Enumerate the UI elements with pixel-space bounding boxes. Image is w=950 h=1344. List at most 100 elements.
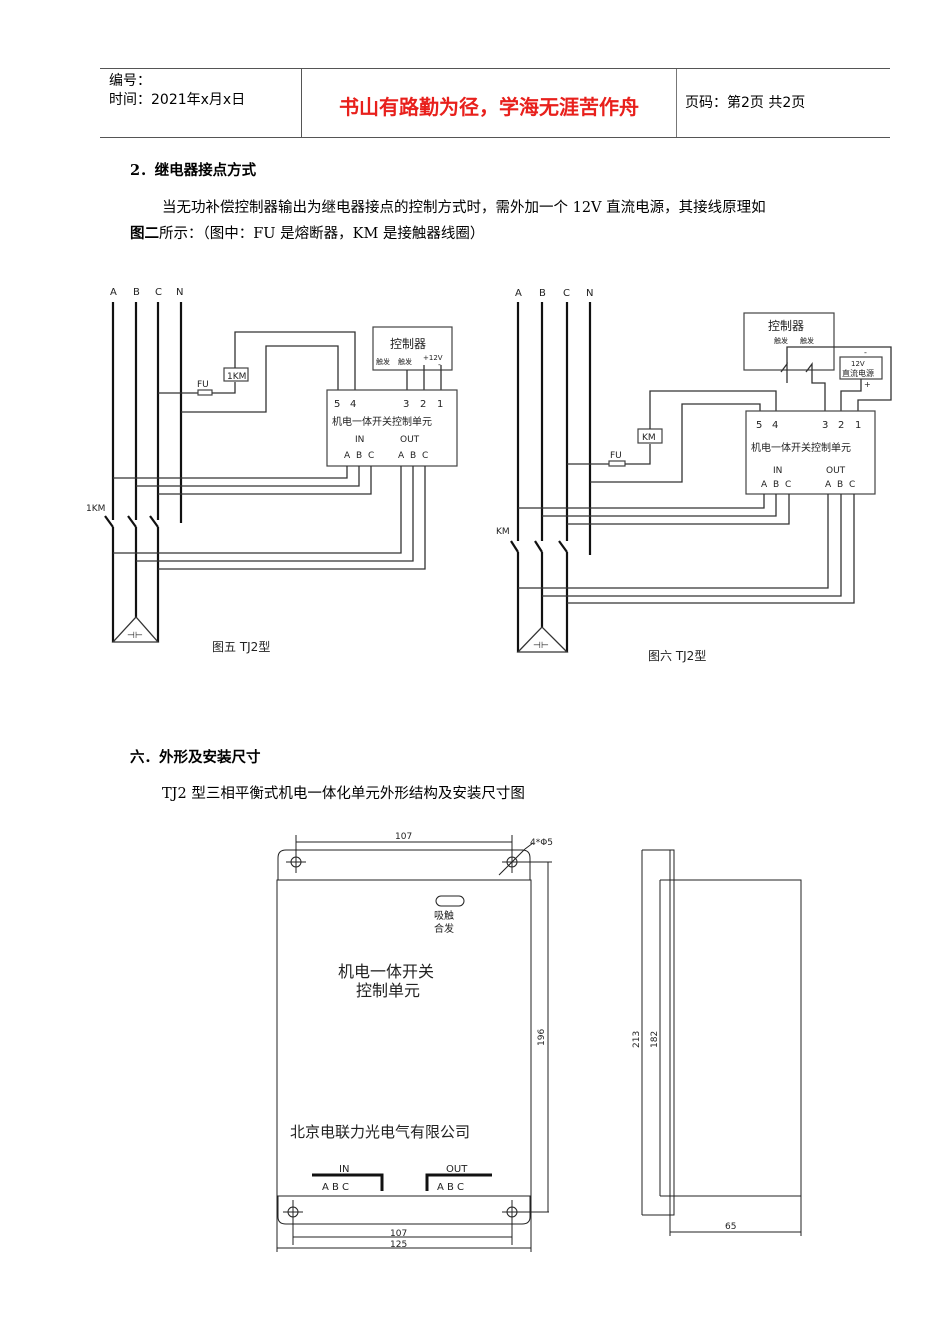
indicator-lamp: [435, 895, 465, 907]
hole-spec-label: 4*Φ5: [530, 838, 553, 848]
header-motto: 书山有路勤为径，学海无涯苦作舟: [339, 95, 639, 119]
fig6-fuse: [608, 460, 626, 467]
fig6-capacitor-delta: [516, 626, 569, 653]
fig5-coil-label: 1KM: [227, 372, 246, 382]
fig5-terminal-5: 5: [334, 399, 340, 410]
fig6-out-label: OUT: [826, 466, 846, 476]
paragraph-line-2-rest: 所示：（图中：FU 是熔断器，KM 是接触器线圈）: [159, 226, 485, 242]
mounting-hole-br: [502, 1200, 549, 1245]
header-motto-cell: 书山有路勤为径，学海无涯苦作舟: [302, 69, 677, 137]
fig5-phase-n: N: [176, 287, 183, 298]
front-body: [276, 879, 532, 1197]
fig6-psu-minus: -: [864, 348, 867, 357]
front-title-2: 控制单元: [356, 981, 420, 1000]
fig5-ctrl-trigger-1: 触发: [376, 357, 390, 366]
front-bottom-flange: [277, 1196, 531, 1225]
fig6-coil: [637, 428, 663, 444]
fig6-controller-title: 控制器: [768, 319, 804, 333]
fig5-wire-coil-t4: [234, 331, 356, 393]
fig6-relay-contact-1: [780, 362, 788, 383]
fig5-coil: [223, 367, 249, 382]
fig5-control-unit: [326, 389, 458, 467]
fig6-wire-psu-plus-t2: [840, 379, 862, 412]
fig6-caption: 图六 TJ2型: [648, 649, 706, 663]
front-out-label: OUT: [446, 1164, 468, 1175]
fig6-terminal-1: 1: [855, 420, 861, 431]
fig6-out-a: A: [825, 480, 832, 490]
fig6-out-b: B: [837, 480, 843, 490]
fig6-wire-fu-coil: [625, 444, 651, 465]
fig6-psu-plus: +: [864, 380, 871, 389]
fig6-terminal-4: 4: [772, 420, 778, 431]
fig5-wire-in-a: [113, 466, 348, 479]
section-heading-relay: 2．继电器接点方式: [130, 162, 257, 179]
fig6-contactor-label: KM: [496, 527, 510, 537]
fig5-phase-b: B: [133, 287, 140, 298]
paragraph-line-1: 当无功补偿控制器输出为继电器接点的控制方式时，需外加一个 12V 直流电源，其接…: [162, 200, 766, 216]
fig5-wire-out-a: [113, 466, 402, 554]
fig5-out-b: B: [410, 451, 416, 461]
fig5-controller: [372, 326, 453, 371]
fig6-wire-coil-t4: [649, 390, 777, 429]
figure-ref: 图二: [130, 225, 159, 242]
front-out-bracket: [425, 1173, 492, 1191]
fig6-controller: [743, 312, 835, 371]
fig5-fuse: [197, 389, 213, 396]
fig6-wire-t3: [811, 380, 826, 412]
dim-182: 182: [650, 1031, 660, 1048]
front-in-bracket: [312, 1173, 384, 1191]
figure5: A B C N 1KM ⊣⊢ FU 1KM 控制器 触发 触发 +12V: [86, 287, 458, 654]
dim-213: 213: [632, 1031, 642, 1048]
fig5-in-a: A: [344, 451, 351, 461]
fig5-wire-out-c: [158, 466, 426, 570]
hole-leader: [498, 848, 526, 876]
doc-number-label: 编号：: [109, 73, 151, 89]
fig6-contact-c: [558, 540, 568, 553]
header-meta-cell: 编号： 时间：2021年x月x日: [100, 69, 302, 137]
fig6-coil-label: KM: [642, 433, 656, 443]
fig6-psu-label: 直流电源: [842, 368, 874, 378]
header-page-cell: 页码：第2页 共2页: [677, 69, 890, 137]
fig6-fuse-label: FU: [610, 451, 622, 461]
fig6-control-unit: [745, 410, 876, 495]
fig5-contactor-label: 1KM: [86, 504, 105, 514]
fig5-contact-a: [104, 515, 114, 528]
fig6-contact-a: [510, 540, 519, 553]
fig6-phase-c: C: [563, 288, 570, 299]
fig5-wire-out-b: [136, 466, 414, 562]
front-top-flange: [277, 849, 531, 880]
fig6-wire-in-a: [518, 494, 765, 509]
front-title-1: 机电一体开关: [338, 962, 434, 981]
fig6-in-c: C: [785, 480, 791, 490]
fig6-terminal-5: 5: [756, 420, 762, 431]
fig6-unit-title: 机电一体开关控制单元: [751, 441, 851, 454]
fig5-caption: 图五 TJ2型: [212, 640, 270, 654]
indicator-label-2: 合发: [434, 922, 454, 935]
dim-top-107: 107: [395, 832, 412, 842]
fig5-out-a: A: [398, 451, 405, 461]
figure6: A B C N KM ⊣⊢ FU KM 控制器 触发 触发 12V: [496, 288, 892, 663]
fig6-phase-n: N: [586, 288, 593, 299]
fig5-phase-a: A: [110, 287, 117, 298]
mounting-hole-tr: [502, 835, 522, 873]
hole-leader-ext: [524, 842, 534, 850]
front-in-abc: A B C: [322, 1182, 349, 1193]
fig5-terminal-3: 3: [403, 399, 409, 410]
fig5-wire-in-c: [158, 466, 372, 495]
fig6-out-c: C: [849, 480, 855, 490]
fig6-phase-b: B: [539, 288, 546, 299]
fig6-in-a: A: [761, 480, 768, 490]
fig5-controller-title: 控制器: [390, 337, 426, 351]
fig5-fuse-label: FU: [197, 380, 209, 390]
fig6-wire-out-a: [518, 494, 829, 589]
fig5-out-label: OUT: [400, 435, 420, 445]
fig5-in-b: B: [356, 451, 362, 461]
dimensions-subtitle: TJ2 型三相平衡式机电一体化单元外形结构及安装尺寸图: [162, 786, 525, 802]
fig5-capacitor-delta: [111, 616, 160, 643]
fig6-psu-voltage: 12V: [851, 360, 865, 368]
fig6-phase-a: A: [515, 288, 522, 299]
fig5-terminal-2: 2: [420, 399, 426, 410]
fig6-terminal-3: 3: [822, 420, 828, 431]
indicator-label-1: 吸触: [434, 909, 454, 922]
fig5-unit-title: 机电一体开关控制单元: [332, 415, 432, 428]
